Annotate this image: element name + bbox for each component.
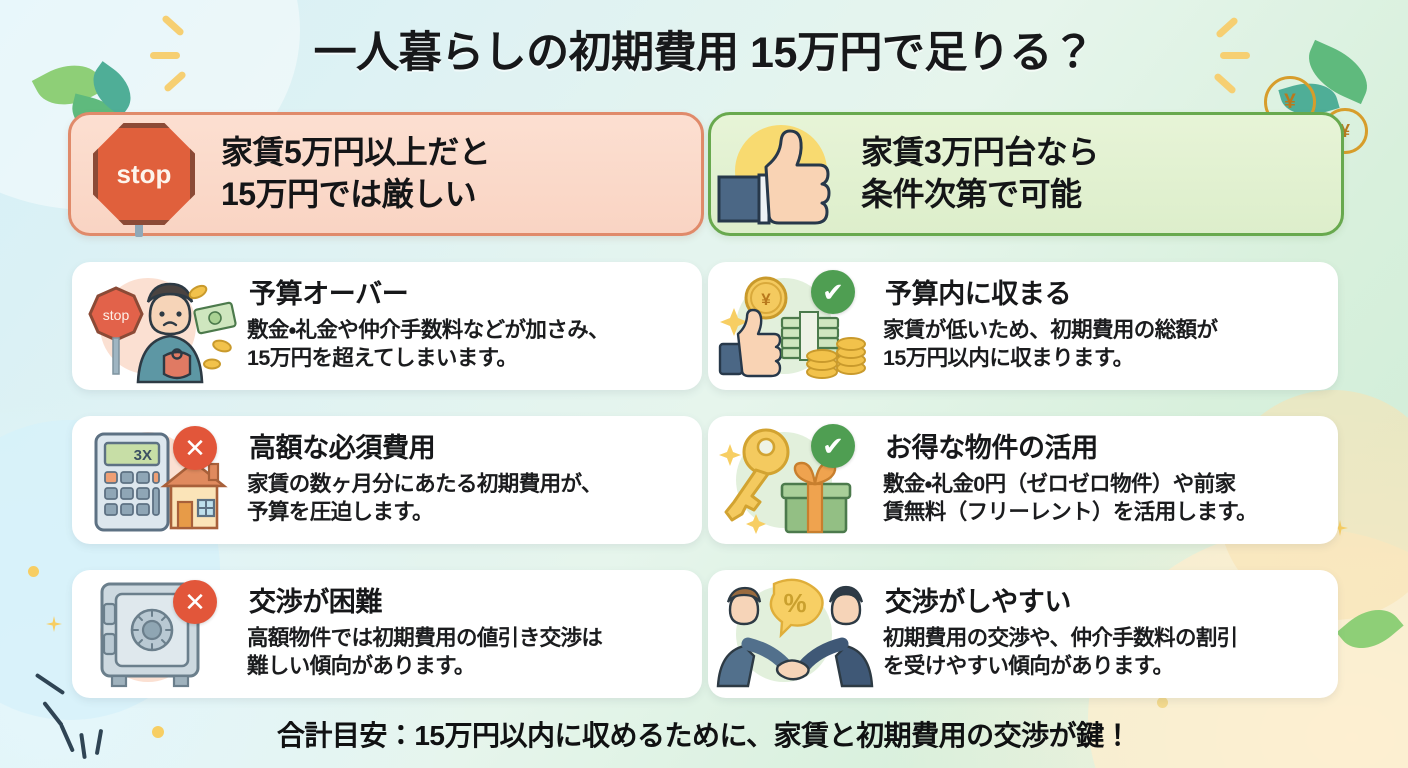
positive-banner-line2: 条件次第で可能	[861, 176, 1082, 212]
thumbs-money-art: ¥	[718, 276, 866, 379]
card-negative-3-title: 交渉が困難	[247, 587, 388, 618]
coin-yen-symbol: ¥	[761, 290, 771, 309]
desc-line1: 敷金・礼金0円（ゼロゼロ物件）や前家	[883, 471, 1236, 496]
x-badge-glyph: ✕	[184, 586, 206, 617]
key-and-gift-icon: ✔	[708, 416, 883, 544]
card-positive-2: ✔ お得な物件の活用 敷金・礼金0円（ゼロゼロ物件）や前家 賃無料（フリーレント…	[708, 416, 1338, 544]
card-negative-2-desc: 家賃の数ヶ月分にあたる初期費用が、 予算を圧迫します。	[247, 470, 688, 527]
card-negative-3-body: 交渉が困難 高額物件では初期費用の値引き交渉は 難しい傾向があります。	[247, 587, 702, 680]
card-negative-1-title: 予算オーバー	[247, 279, 415, 310]
stop-sign-face: stop	[93, 123, 195, 225]
sparkle-icon	[46, 616, 62, 632]
calculator-house-art: 3X	[94, 432, 228, 532]
negative-banner-line1: 家賃5万円以上だと	[221, 134, 491, 171]
page-title: 一人暮らしの初期費用 15万円で足りる？	[313, 29, 1095, 77]
card-negative-2: 3X	[72, 416, 702, 544]
sparkle-dot	[1157, 697, 1168, 708]
card-positive-3: % 交渉がしやすい 初期費用の交渉や、仲介手数料の割引 を受けやすい傾向がありま…	[708, 570, 1338, 698]
check-badge: ✔	[811, 270, 855, 314]
thumbs-up-with-money-icon: ¥	[708, 262, 883, 390]
desc-line2: 15万円以内に収まります。	[883, 346, 1134, 371]
thumbs-up-icon	[711, 115, 861, 233]
check-badge-glyph: ✔	[822, 276, 844, 307]
card-positive-3-desc: 初期費用の交渉や、仲介手数料の割引 を受けやすい傾向があります。	[883, 624, 1324, 681]
key-gift-art	[719, 428, 852, 534]
x-badge-glyph: ✕	[184, 432, 206, 463]
desc-line2: 予算を圧迫します。	[247, 500, 434, 525]
card-positive-1-desc: 家賃が低いため、初期費用の総額が 15万円以内に収まります。	[883, 316, 1324, 373]
svg-text:stop: stop	[103, 307, 130, 323]
desc-line1: 敷金・礼金や仲介手数料などが加さみ、	[247, 317, 610, 342]
card-negative-1-body: 予算オーバー 敷金・礼金や仲介手数料などが加さみ、 15万円を超えてしまいます。	[247, 279, 702, 372]
negative-banner-line2: 15万円では厳しい	[221, 176, 477, 212]
desc-line1: 初期費用の交渉や、仲介手数料の割引	[883, 625, 1238, 650]
card-positive-1-body: 予算内に収まる 家賃が低いため、初期費用の総額が 15万円以内に収まります。	[883, 279, 1338, 372]
thumbs-up-glyph	[717, 129, 831, 225]
card-negative-2-body: 高額な必須費用 家賃の数ヶ月分にあたる初期費用が、 予算を圧迫します。	[247, 433, 702, 526]
calculator-and-house-icon: 3X	[72, 416, 247, 544]
worried-person-with-stop-sign-icon: stop	[72, 262, 247, 390]
handshake-percent-art: %	[716, 578, 874, 688]
card-positive-3-body: 交渉がしやすい 初期費用の交渉や、仲介手数料の割引 を受けやすい傾向があります。	[883, 587, 1338, 680]
card-negative-2-title: 高額な必須費用	[247, 433, 442, 464]
card-positive-2-body: お得な物件の活用 敷金・礼金0円（ゼロゼロ物件）や前家 賃無料（フリーレント）を…	[883, 433, 1338, 526]
calculator-display: 3X	[134, 447, 152, 464]
footer-summary: 合計目安：15万円以内に収めるために、家賃と初期費用の交渉が鍵！	[276, 720, 1132, 751]
negative-banner: stop 家賃5万円以上だと 15万円では厳しい	[68, 112, 704, 237]
positive-banner-line1: 家賃3万円台なら	[861, 134, 1099, 171]
coin-symbol: ¥	[1284, 90, 1296, 113]
burst-dash	[34, 672, 66, 696]
card-positive-1: ¥	[708, 262, 1338, 390]
card-positive-2-title: お得な物件の活用	[883, 433, 1104, 464]
card-negative-1-desc: 敷金・礼金や仲介手数料などが加さみ、 15万円を超えてしまいます。	[247, 316, 688, 373]
desc-line1: 家賃の数ヶ月分にあたる初期費用が、	[247, 471, 602, 496]
desc-line2: を受けやすい傾向があります。	[883, 654, 1174, 679]
x-badge: ✕	[173, 580, 217, 624]
desc-line1: 高額物件では初期費用の値引き交渉は	[247, 625, 603, 650]
card-negative-3: ✕ 交渉が困難 高額物件では初期費用の値引き交渉は 難しい傾向があります。	[72, 570, 702, 698]
safe-vault-icon: ✕	[72, 570, 247, 698]
positive-banner-text: 家賃3万円台なら 条件次第で可能	[861, 132, 1099, 215]
stop-sign-label: stop	[116, 158, 172, 189]
check-badge: ✔	[811, 424, 855, 468]
handshake-with-percent-icon: %	[708, 570, 883, 698]
stop-sign-icon: stop	[71, 115, 221, 237]
desc-line2: 15万円を超えてしまいます。	[247, 346, 518, 371]
x-badge: ✕	[173, 426, 217, 470]
card-positive-2-desc: 敷金・礼金0円（ゼロゼロ物件）や前家 賃無料（フリーレント）を活用します。	[883, 470, 1324, 527]
card-negative-3-desc: 高額物件では初期費用の値引き交渉は 難しい傾向があります。	[247, 624, 688, 681]
card-positive-3-title: 交渉がしやすい	[883, 587, 1077, 618]
negative-banner-text: 家賃5万円以上だと 15万円では厳しい	[221, 132, 491, 215]
desc-line2: 賃無料（フリーレント）を活用します。	[883, 500, 1258, 525]
desc-line1: 家賃が低いため、初期費用の総額が	[883, 317, 1218, 342]
card-positive-1-title: 予算内に収まる	[883, 279, 1078, 310]
sparkle-dot	[28, 566, 39, 577]
check-badge-glyph: ✔	[822, 430, 844, 461]
percent-symbol: %	[783, 588, 806, 618]
leaf-decoration	[1336, 596, 1404, 662]
positive-banner: 家賃3万円台なら 条件次第で可能	[708, 112, 1344, 236]
card-negative-1: stop 予算オーバー 敷金・礼金や	[72, 262, 702, 390]
safe-vault-art	[100, 582, 200, 688]
desc-line2: 難しい傾向があります。	[247, 654, 475, 679]
worried-person-art: stop	[88, 282, 237, 384]
